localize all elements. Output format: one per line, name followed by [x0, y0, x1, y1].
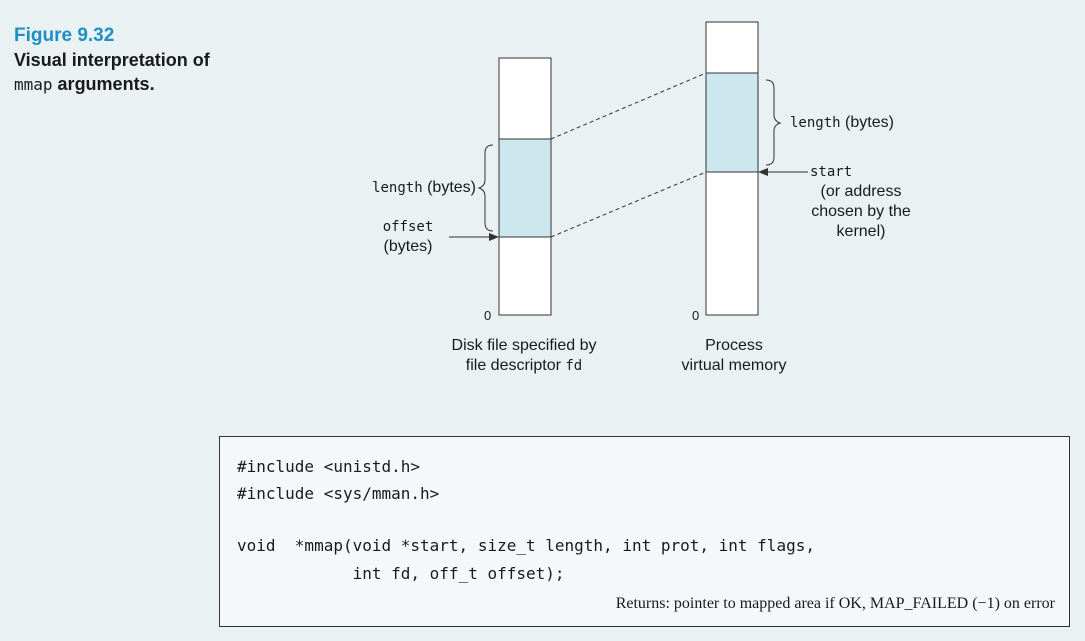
- start-arrow-head: [758, 168, 768, 176]
- memory-length-text: (bytes): [840, 114, 894, 131]
- disk-length-brace: [477, 144, 494, 232]
- figure-title-code: mmap: [14, 75, 53, 94]
- mapping-line-top: [550, 72, 707, 140]
- code-line-4: int fd, off_t offset);: [237, 564, 565, 583]
- figure-number: Figure 9.32: [14, 25, 115, 46]
- memory-zero-label: 0: [692, 308, 700, 323]
- code-line-2: #include <sys/mman.h>: [237, 484, 440, 503]
- memory-length-code: length: [790, 115, 841, 131]
- disk-file-caption-line2-text: file descriptor: [465, 357, 566, 374]
- disk-length-label: length (bytes): [300, 178, 476, 198]
- returns-note: Returns: pointer to mapped area if OK, M…: [615, 595, 1055, 612]
- disk-length-text: (bytes): [422, 179, 476, 196]
- start-label: start (or address chosen by the kernel): [792, 162, 930, 242]
- disk-zero-label: 0: [484, 308, 492, 323]
- start-code: start: [810, 164, 853, 180]
- memory-caption-line1: Process: [705, 337, 763, 354]
- offset-label: offset (bytes): [364, 217, 452, 257]
- disk-file-caption: Disk file specified by file descriptor f…: [412, 336, 636, 376]
- disk-file-caption-line2: file descriptor fd: [412, 356, 636, 376]
- start-line4: kernel): [836, 223, 886, 240]
- offset-code: offset: [382, 219, 434, 235]
- memory-caption-line2: virtual memory: [681, 357, 787, 374]
- mapping-line-bottom: [550, 171, 707, 238]
- start-line3: chosen by the: [811, 203, 911, 220]
- disk-file-caption-line1: Disk file specified by: [451, 337, 597, 354]
- memory-caption: Process virtual memory: [664, 336, 804, 376]
- memory-length-label: length (bytes): [790, 113, 894, 133]
- figure-title: Visual interpretation of mmap arguments.: [14, 48, 274, 97]
- code-line-1: #include <unistd.h>: [237, 457, 421, 476]
- figure-title-part1: Visual interpretation of: [14, 50, 210, 70]
- disk-length-code: length: [372, 180, 423, 196]
- memory-length-brace: [765, 79, 782, 166]
- offset-text: (bytes): [383, 238, 433, 255]
- mmap-diagram: [449, 21, 808, 316]
- start-line2: (or address: [820, 183, 902, 200]
- disk-mapped-region: [498, 138, 552, 238]
- figure-title-part2: arguments.: [57, 74, 155, 94]
- offset-arrow-head: [489, 233, 499, 241]
- figure-caption: Figure 9.32 Visual interpretation of mma…: [14, 24, 274, 97]
- code-line-3: void *mmap(void *start, size_t length, i…: [237, 536, 815, 555]
- disk-file-caption-fd: fd: [565, 358, 583, 374]
- code-box: #include <unistd.h> #include <sys/mman.h…: [219, 436, 1070, 627]
- memory-mapped-region: [705, 72, 759, 173]
